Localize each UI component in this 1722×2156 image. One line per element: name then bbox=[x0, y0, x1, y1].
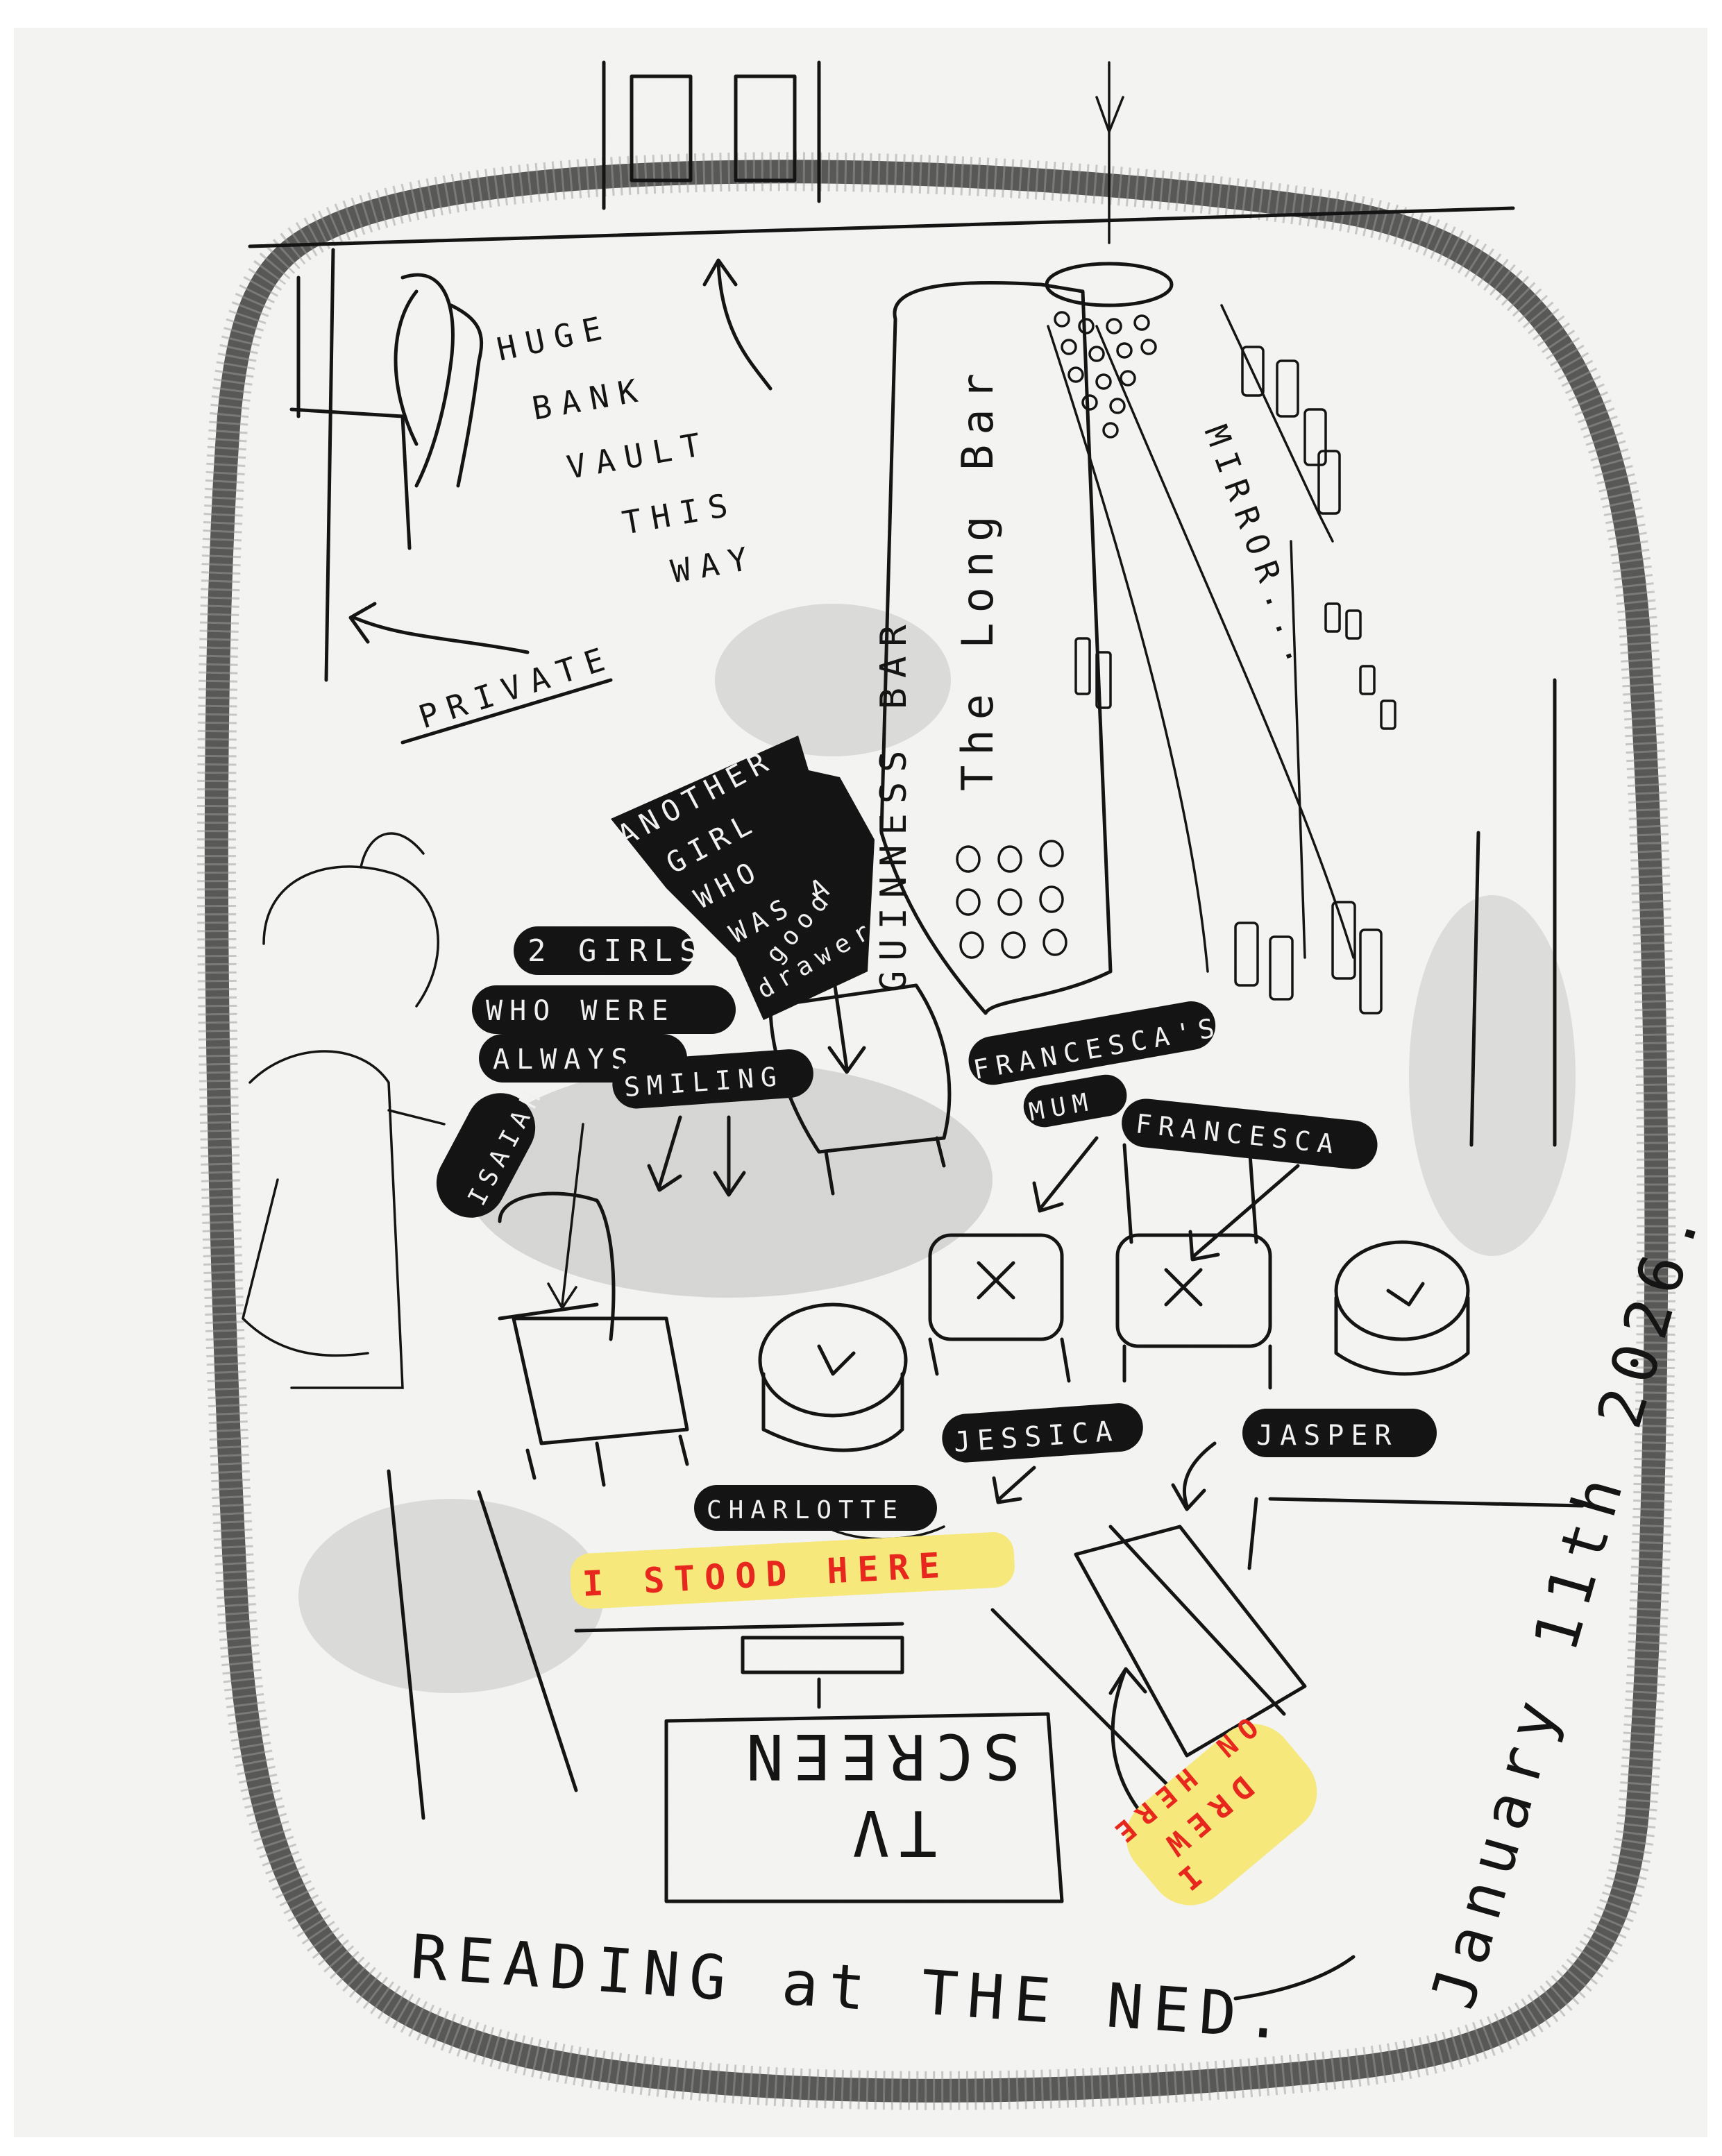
paper-grain bbox=[14, 28, 1707, 2137]
